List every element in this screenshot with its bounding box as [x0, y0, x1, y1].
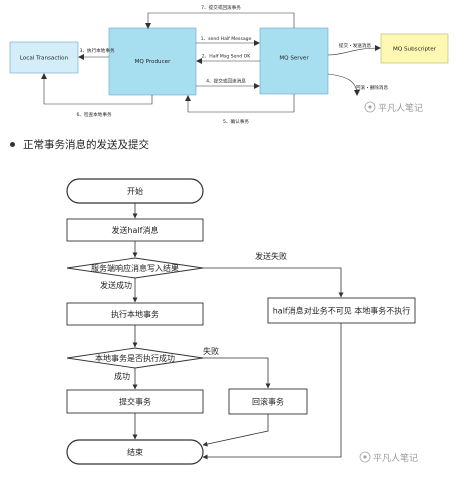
- end-node: [66, 439, 204, 465]
- flowchart: 开始 发送half消息 服务端响应消息写入结果 发送失败 发送成功 执行本地事务…: [66, 178, 418, 465]
- rollback-node: [228, 388, 308, 415]
- edge-7: [145, 12, 295, 29]
- mq-server-label: MQ Server: [279, 56, 309, 62]
- watermark-bottom-logo-dot-icon: [363, 455, 367, 459]
- edge-3-label: 3、执行本地事务: [79, 47, 114, 54]
- mq-producer-label: MQ Producer: [135, 59, 171, 65]
- watermark-logo-dot-icon: [368, 105, 372, 109]
- arrow-decision2-fail: [203, 357, 271, 389]
- local-transaction-label: Local Transaction: [20, 56, 69, 62]
- local-transaction-node: [9, 41, 79, 74]
- invisible-label: half消息对业务不可见 本地事务不执行: [273, 306, 411, 316]
- bullet-dot-icon: [10, 141, 15, 147]
- edge-5: [185, 94, 295, 113]
- edge-2-label: 2、Half Msg Send OK: [202, 54, 252, 60]
- edge-7-label: 7、提交或回滚事务: [201, 4, 241, 11]
- invisible-node: [267, 297, 416, 324]
- section-bullet: 正常事务消息的发送及提交: [10, 137, 149, 151]
- arrow-invisible-end: [202, 323, 342, 460]
- watermark-bottom-text: 平凡人笔记: [373, 452, 418, 464]
- rollback-label: 回滚事务: [252, 397, 284, 407]
- edge-6-label: 6、检查本地事务: [76, 111, 111, 118]
- watermark-top: 平凡人笔记: [364, 101, 423, 114]
- edge-1-label: 1、send Half Message: [201, 36, 252, 42]
- watermark-bottom-logo-icon: [359, 451, 371, 463]
- decision2-label: 本地事务是否执行成功: [95, 353, 175, 363]
- edge-rollback-label: 回滚・删除消息: [356, 84, 389, 91]
- architecture-diagram: Local Transaction MQ Producer MQ Server …: [9, 4, 449, 125]
- end-label: 结束: [127, 447, 143, 457]
- commit-label: 提交事务: [119, 397, 151, 407]
- mq-subscriber-label: MQ Subscripter: [393, 47, 437, 53]
- edge-6: [41, 73, 153, 105]
- arrow-rollback-end: [202, 414, 269, 447]
- decision1-label: 服务端响应消息写入结果: [91, 263, 179, 273]
- mq-subscriber-node: [380, 33, 449, 64]
- mq-producer-node: [108, 27, 197, 96]
- edge-deliver-label: 提交・发送消息: [339, 42, 372, 49]
- success2-label: 成功: [114, 371, 130, 381]
- fail-label: 发送失败: [255, 251, 287, 261]
- edge-deliver: [327, 45, 381, 56]
- edge-5-label: 5、确认事务: [223, 118, 249, 125]
- edge-rollback: [327, 73, 360, 96]
- send-half-label: 发送half消息: [111, 225, 158, 235]
- watermark-top-text: 平凡人笔记: [378, 102, 423, 114]
- watermark-logo-icon: [364, 101, 376, 113]
- start-label: 开始: [127, 186, 143, 196]
- exec-local-label: 执行本地事务: [111, 309, 159, 319]
- arrow-decision1-fail: [203, 267, 344, 298]
- watermark-bottom: 平凡人笔记: [359, 451, 418, 464]
- success-label: 发送成功: [100, 280, 132, 290]
- fail2-label: 失败: [203, 346, 219, 356]
- edge-4-label: 4、提交或回滚消息: [206, 78, 246, 85]
- section-heading: 正常事务消息的发送及提交: [23, 138, 149, 151]
